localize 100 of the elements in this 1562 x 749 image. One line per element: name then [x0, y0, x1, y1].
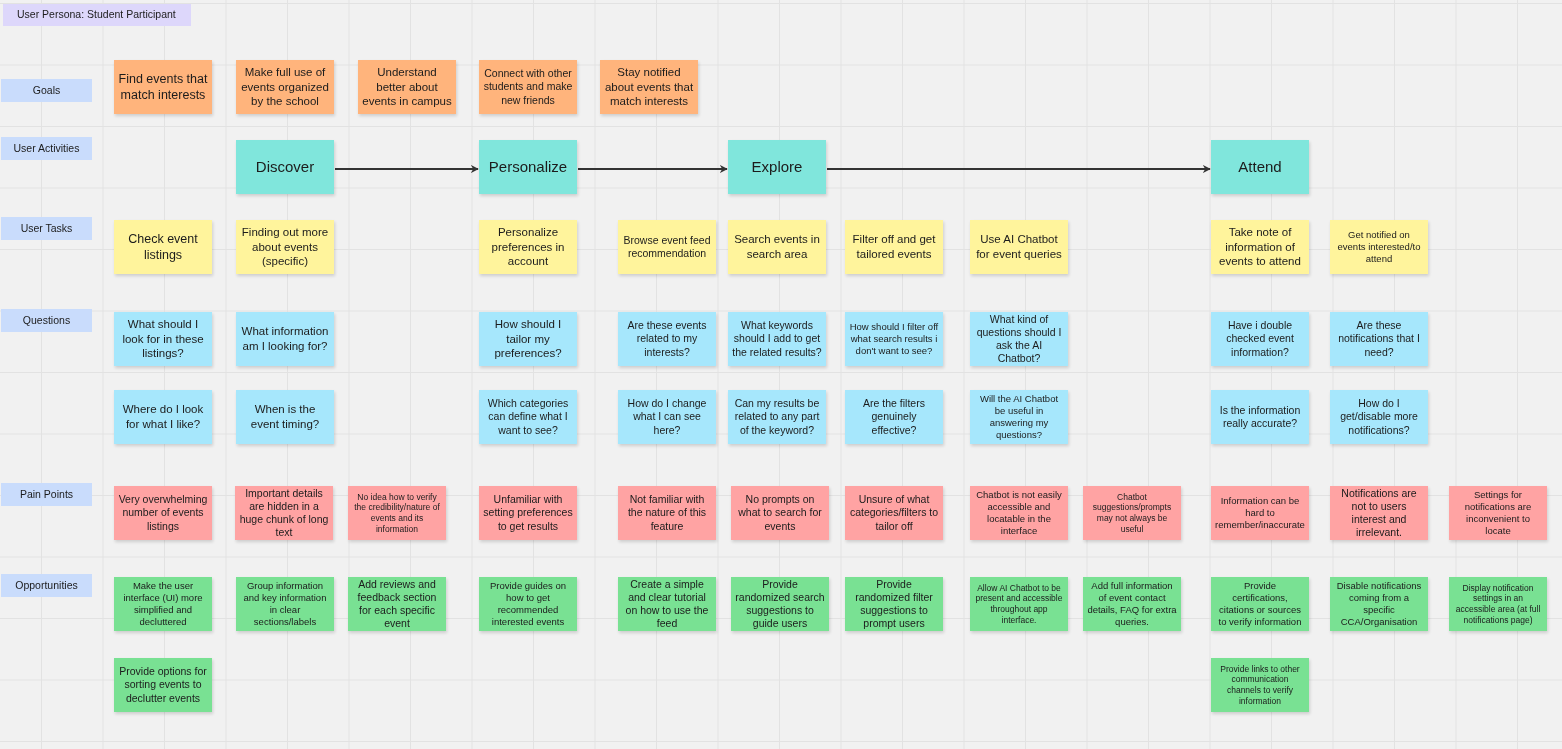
note-text: Can my results be related to any part of the keyword? — [733, 397, 821, 437]
question-note — [728, 312, 826, 366]
note-text: Stay notified about events that match interests — [604, 64, 694, 110]
note-text: Get notified on events interested/to attend — [1336, 229, 1422, 265]
question-note — [1211, 390, 1309, 444]
note-text: Will the AI Chatbot be useful in answering my questions? — [978, 393, 1060, 441]
pain-point-note — [845, 486, 943, 540]
goal-note — [114, 60, 212, 114]
note-text: Understand better about events in campus — [362, 64, 452, 110]
opportunity-note — [348, 577, 446, 631]
note-text: What keywords should I add to get the related results? — [732, 319, 822, 359]
note-text: Take note of information of events to attend — [1218, 224, 1302, 270]
activity-note — [1211, 140, 1309, 194]
pain-point-note — [479, 486, 577, 540]
note-text: What information am I looking for? — [240, 324, 330, 354]
note-text: Add full information of event contact details, FAQ for extra queries. — [1087, 580, 1177, 628]
note-text: Provide links to other communication channels to verify information — [1219, 663, 1301, 707]
row-label-text: User Tasks — [20, 220, 73, 236]
task-note — [728, 220, 826, 274]
row-label — [1, 483, 92, 506]
note-text: Provide randomized filter suggestions to prompt users — [854, 577, 934, 631]
note-text: Very overwhelming number of events listings — [118, 493, 208, 533]
note-text: Group information and key information in clear sections/labels — [242, 580, 328, 628]
note-text: Is the information really accurate? — [1218, 403, 1302, 431]
note-text: Where do I look for what I like? — [121, 402, 205, 432]
note-text: No prompts on what to search for events — [737, 493, 823, 533]
note-text: Allow AI Chatbot to be present and accessible throughout app interface. — [974, 582, 1064, 626]
note-text: Display notification settings in an accessible area (at full notifications page) — [1454, 582, 1542, 626]
question-note — [479, 312, 577, 366]
note-text: Find events that match interests — [118, 70, 208, 104]
question-note — [236, 390, 334, 444]
note-text: Chatbot suggestions/prompts may not always be useful — [1091, 491, 1173, 535]
task-note — [114, 220, 212, 274]
note-text: Are these events related to my interests? — [626, 319, 708, 359]
note-text: What should I look for in these listings? — [121, 316, 205, 362]
task-note — [1330, 220, 1428, 274]
note-text: Connect with other students and make new friends — [483, 67, 573, 107]
note-text: How do I change what I can see here? — [626, 397, 708, 437]
question-note — [479, 390, 577, 444]
pain-point-note — [1330, 486, 1428, 540]
pain-point-note — [114, 486, 212, 540]
pain-point-note — [618, 486, 716, 540]
opportunity-note — [1211, 577, 1309, 631]
row-label — [1, 79, 92, 102]
task-note — [479, 220, 577, 274]
row-label-text: User Activities — [13, 140, 80, 156]
task-note — [618, 220, 716, 274]
row-label-text: Pain Points — [19, 486, 74, 502]
row-label — [1, 309, 92, 332]
note-text: Browse event feed recommendation — [622, 233, 712, 261]
note-text: Attend — [1238, 156, 1282, 177]
pain-point-note — [1083, 486, 1181, 540]
note-text: Are these notifications that I need? — [1337, 319, 1421, 359]
note-text: How do I get/disable more notifications? — [1339, 397, 1419, 437]
pain-point-note — [731, 486, 829, 540]
arrow — [334, 165, 479, 173]
row-label-text: Goals — [32, 82, 61, 98]
note-text: How should I tailor my preferences? — [493, 316, 563, 362]
note-text: Personalize — [488, 156, 568, 177]
row-label — [1, 217, 92, 240]
note-text: Provide options for sorting events to declutter events — [118, 665, 208, 705]
activity-note — [728, 140, 826, 194]
note-text: Check event listings — [127, 230, 199, 264]
note-text: Explore — [751, 156, 803, 177]
note-text: Notifications are not to users interest and irrelevant. — [1340, 486, 1418, 540]
row-label-text: Opportunities — [15, 577, 78, 593]
note-text: Use AI Chatbot for event queries — [975, 232, 1063, 262]
note-text: Search events in search area — [733, 232, 821, 262]
question-note — [114, 390, 212, 444]
note-text: Not familiar with the nature of this feature — [626, 493, 708, 533]
note-text: Make the user interface (UI) more simplified and decluttered — [122, 580, 204, 628]
note-text: Unfamiliar with setting preferences to get results — [483, 493, 573, 533]
row-label-text: Questions — [22, 312, 71, 328]
question-note — [845, 312, 943, 366]
persona-title: User Persona: Student Participant — [3, 4, 191, 26]
note-text: What kind of questions should I ask the AI Chatbot? — [975, 312, 1063, 366]
row-label — [1, 574, 92, 597]
question-note — [1330, 390, 1428, 444]
activity-note — [479, 140, 577, 194]
note-text: Make full use of events organized by the school — [240, 64, 330, 110]
opportunity-note — [114, 658, 212, 712]
task-note — [845, 220, 943, 274]
note-text: Add reviews and feedback section for each specific event — [356, 577, 438, 631]
note-text: No idea how to verify the credibility/nature of events and its information — [353, 491, 441, 535]
question-note — [845, 390, 943, 444]
pain-point-note — [1449, 486, 1547, 540]
opportunity-note — [845, 577, 943, 631]
row-label — [1, 137, 92, 160]
pain-point-note — [1211, 486, 1309, 540]
note-text: Chatbot is not easily accessible and locatable in the interface — [975, 489, 1063, 537]
opportunity-note — [114, 577, 212, 631]
note-text: Provide certifications, citations or sources to verify information — [1217, 580, 1303, 628]
note-text: Have i double checked event information? — [1225, 319, 1295, 359]
task-note — [970, 220, 1068, 274]
opportunity-note — [1211, 658, 1309, 712]
note-text: Are the filters genuinely effective? — [862, 397, 926, 437]
question-note — [618, 312, 716, 366]
note-text: Disable notifications coming from a specific CCA/Organisation — [1335, 580, 1423, 628]
goal-note — [479, 60, 577, 114]
question-note — [970, 390, 1068, 444]
